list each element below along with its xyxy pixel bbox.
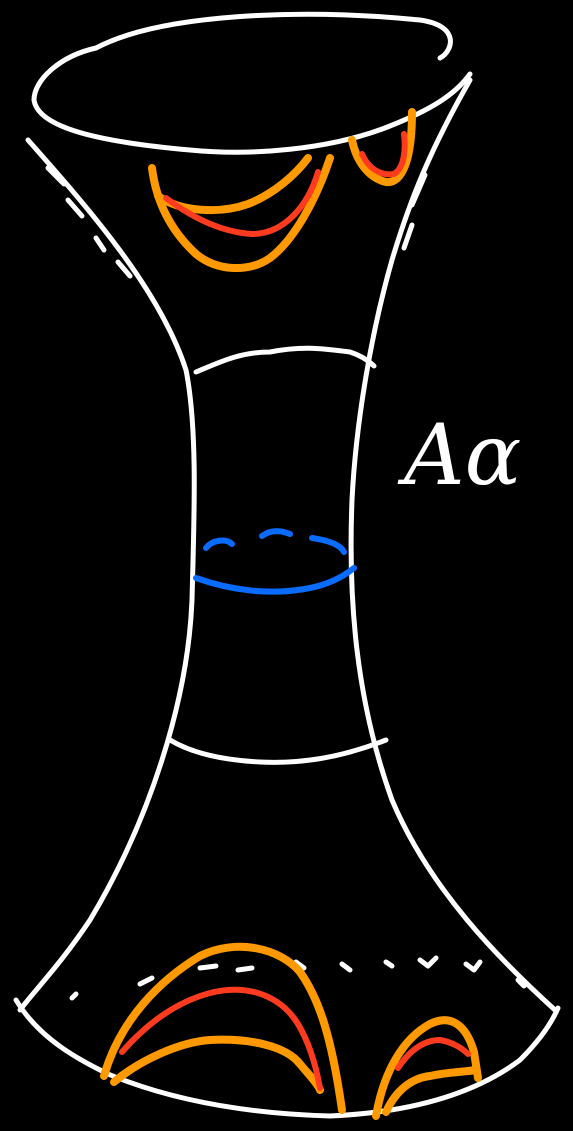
top-right-inner-arc bbox=[362, 134, 405, 174]
lower-cross-section bbox=[170, 740, 386, 762]
left-wall bbox=[20, 140, 194, 1010]
bottom-left-middle-arc bbox=[114, 1040, 320, 1090]
neck-circle-front bbox=[196, 568, 354, 592]
neck-circle-back bbox=[206, 531, 344, 552]
upper-cross-section bbox=[196, 348, 374, 372]
label-A-alpha: Aα bbox=[397, 406, 521, 504]
top-left-outer-arc bbox=[152, 158, 330, 268]
top-left-outer-arc-2 bbox=[158, 158, 308, 210]
right-wall bbox=[351, 80, 555, 1010]
left-wall-hatch bbox=[48, 168, 130, 276]
